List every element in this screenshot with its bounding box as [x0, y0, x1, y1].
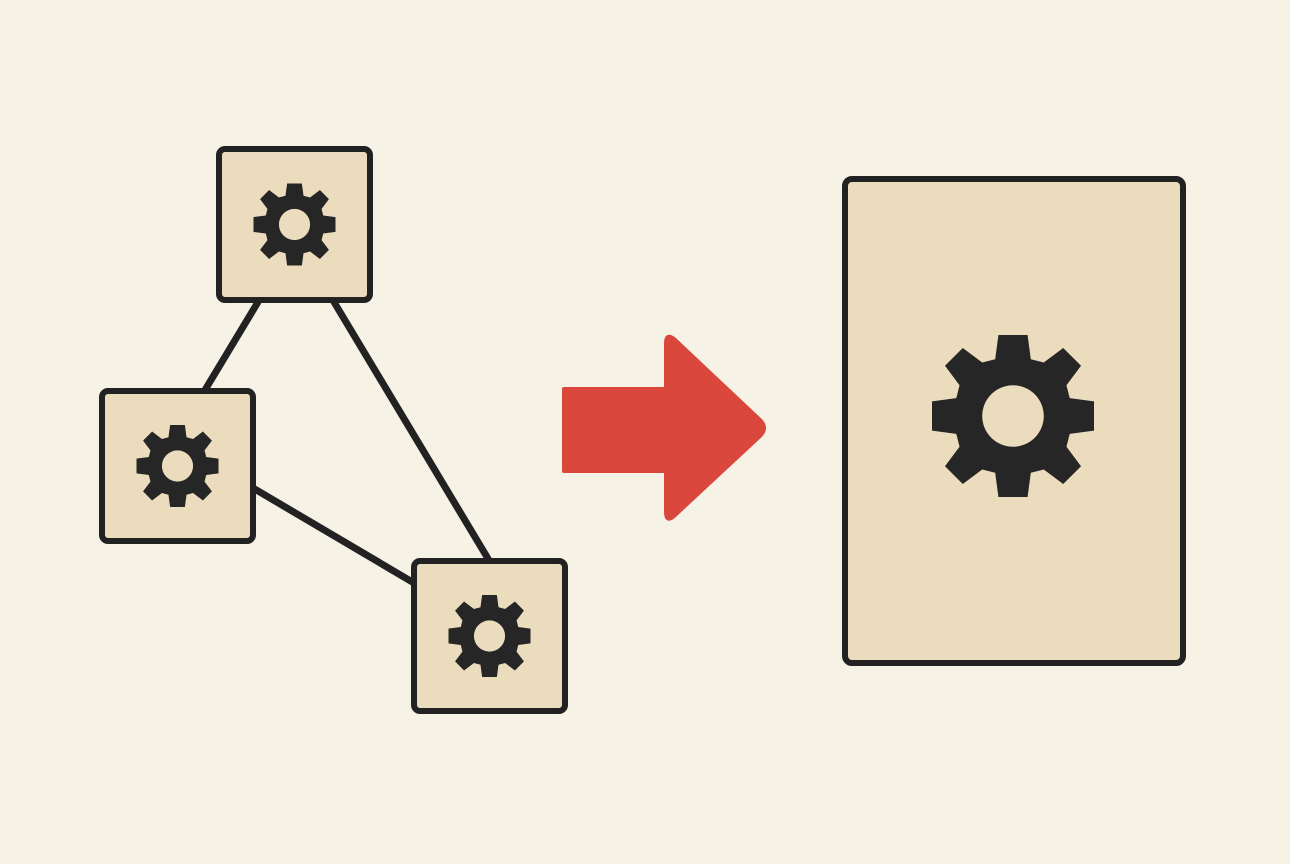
merged-node-box	[842, 176, 1186, 666]
node-bottom-right-box	[411, 558, 568, 714]
connection-top-left	[201, 298, 262, 394]
node-left	[99, 388, 256, 544]
right-arrow-icon	[562, 334, 766, 521]
connection-top-bottom-right	[330, 298, 494, 566]
node-top-box	[216, 146, 373, 303]
node-left-box	[99, 388, 256, 544]
node-bottom-right	[411, 558, 568, 714]
node-top	[216, 146, 373, 303]
merged-node	[842, 176, 1186, 666]
connection-left-bottom-right	[249, 484, 418, 587]
connections	[201, 298, 494, 587]
